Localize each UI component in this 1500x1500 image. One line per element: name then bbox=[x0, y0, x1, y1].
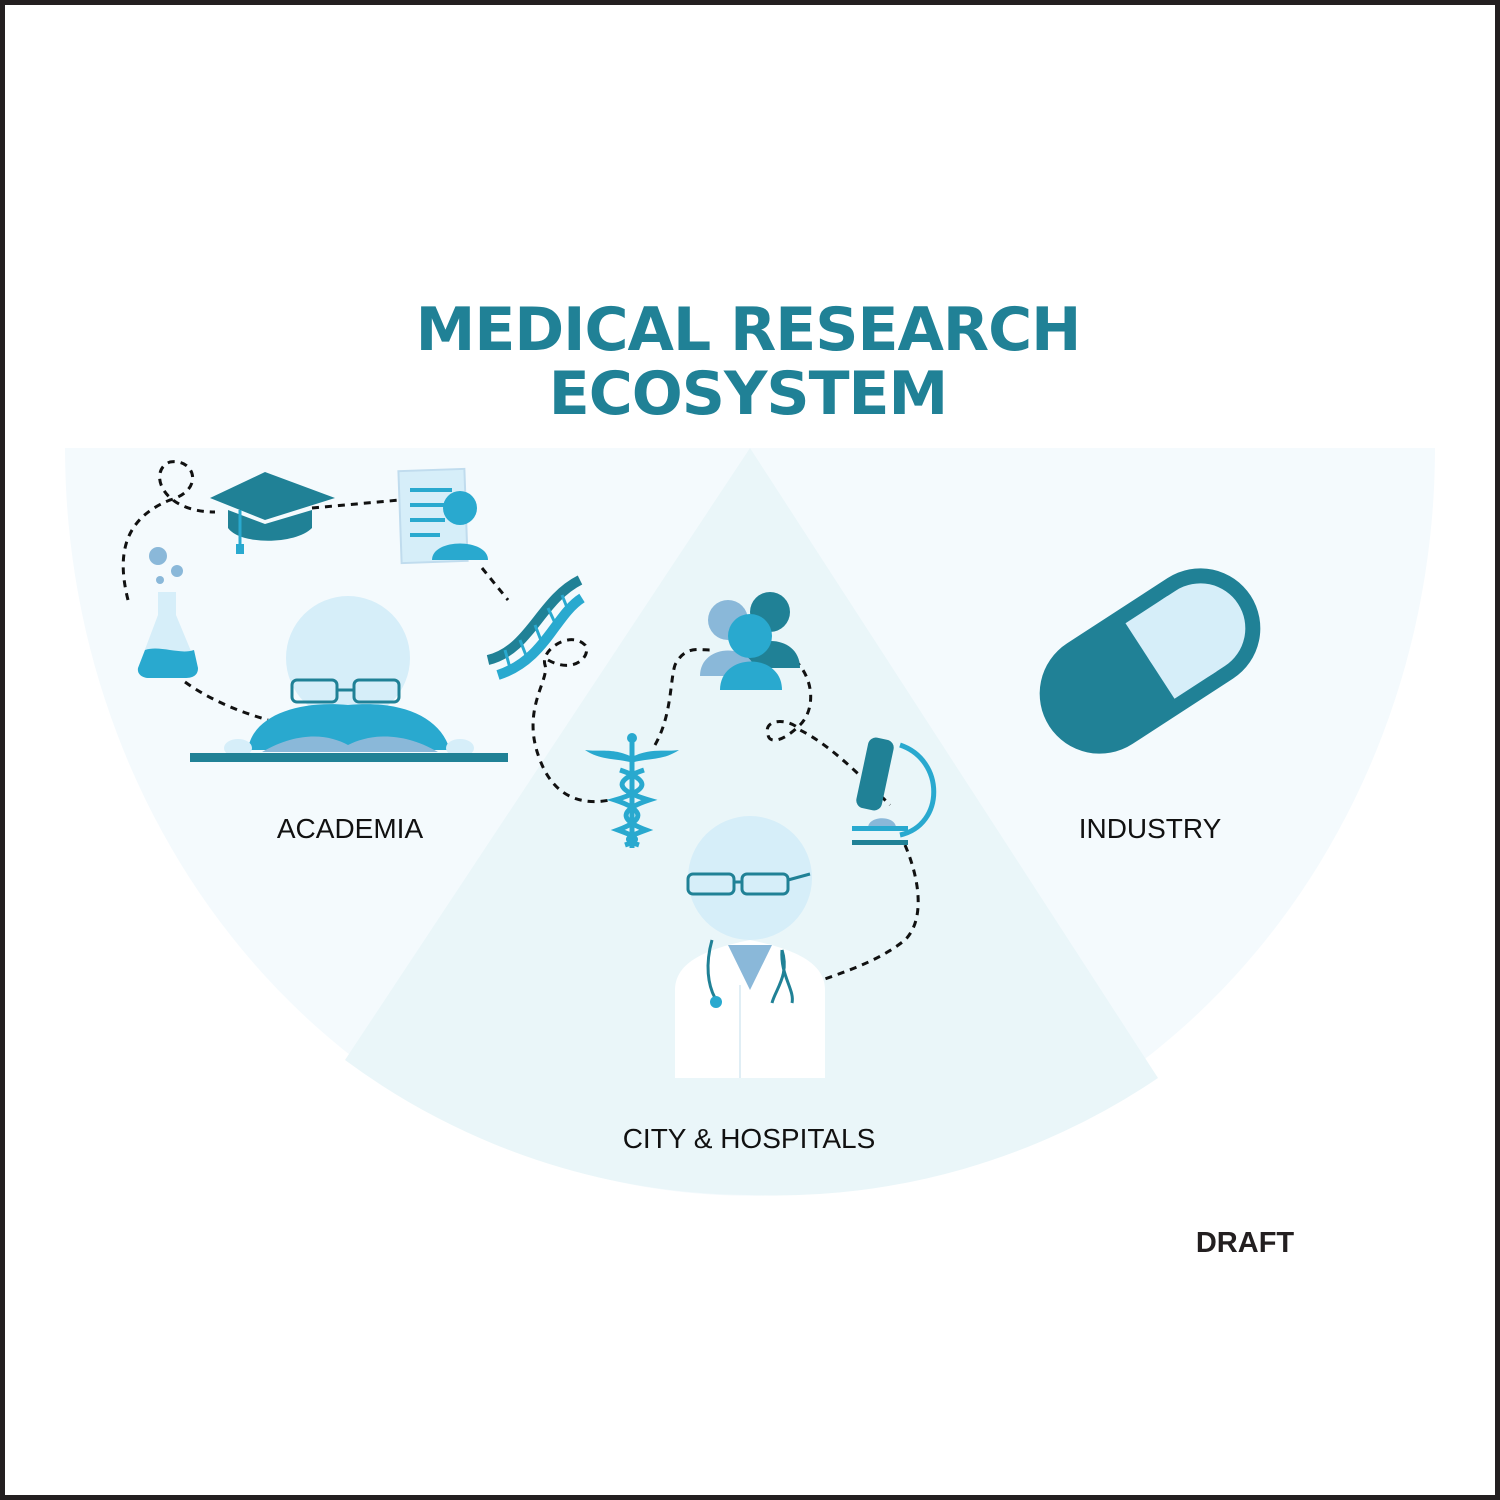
diagram-title-line2: ECOSYSTEM bbox=[549, 359, 948, 429]
connector-dna-to-caduceus bbox=[531, 638, 611, 804]
ecosystem-diagram: MEDICAL RESEARCH ECOSYSTEM bbox=[65, 295, 1435, 1259]
user-document-icon bbox=[397, 467, 488, 565]
diagram-title-line1: MEDICAL RESEARCH bbox=[416, 295, 1081, 365]
dna-icon bbox=[486, 575, 585, 680]
reading-researcher-figure bbox=[190, 596, 508, 762]
sector-label-academia: ACADEMIA bbox=[277, 813, 424, 844]
microscope-icon bbox=[852, 737, 937, 845]
people-group-icon bbox=[700, 592, 800, 690]
flask-icon bbox=[137, 547, 198, 678]
connector-caduceus-to-people bbox=[653, 647, 711, 746]
graduation-cap-icon bbox=[210, 472, 335, 554]
sector-label-city-hospitals: CITY & HOSPITALS bbox=[623, 1123, 876, 1154]
connector-flask-to-cap bbox=[121, 460, 216, 601]
caduceus-icon bbox=[585, 733, 679, 848]
connector-cap-to-doc bbox=[311, 498, 401, 510]
sector-label-industry: INDUSTRY bbox=[1079, 813, 1222, 844]
draft-stamp: DRAFT bbox=[1196, 1227, 1295, 1259]
connector-microscope-to-doctor bbox=[821, 844, 920, 982]
connector-doc-to-dna bbox=[480, 567, 510, 601]
pill-capsule-icon bbox=[1039, 568, 1261, 754]
connector-people-to-microscope bbox=[765, 658, 892, 807]
doctor-figure bbox=[675, 816, 825, 1078]
connector-paths bbox=[121, 460, 920, 982]
connector-flask-to-reader bbox=[184, 680, 269, 722]
